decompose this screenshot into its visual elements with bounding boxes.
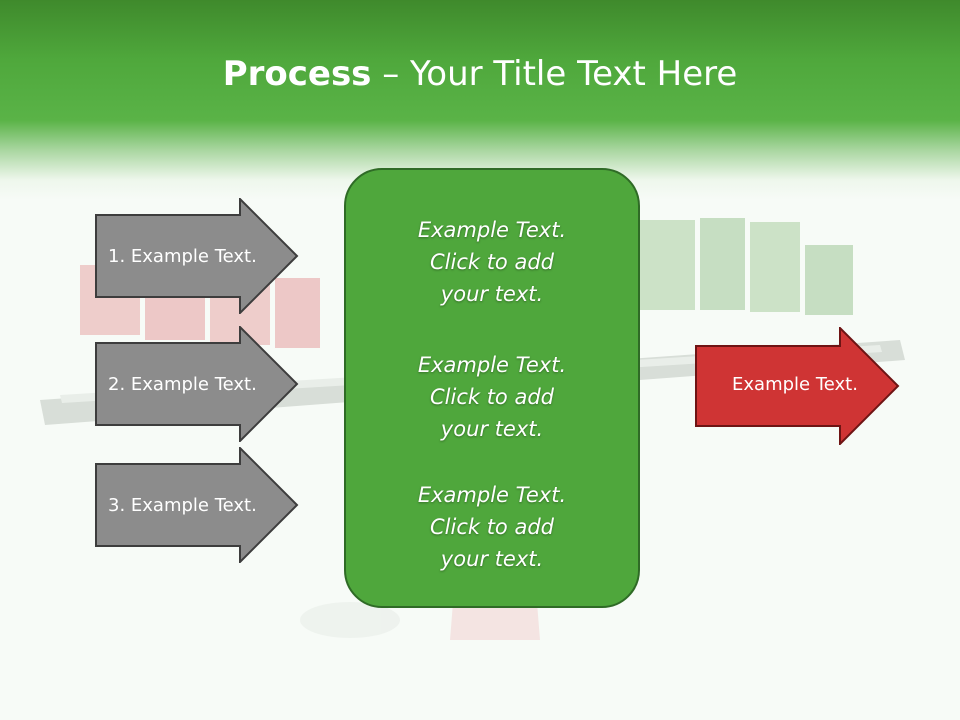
- title-rest: – Your Title Text Here: [371, 54, 738, 94]
- step-arrow-2[interactable]: 2. Example Text.: [95, 326, 299, 442]
- text-line: Example Text.: [417, 483, 567, 507]
- slide-title: Process – Your Title Text Here: [0, 52, 960, 96]
- center-text-block-3[interactable]: Example Text. Click to add your text.: [346, 479, 638, 575]
- text-line: Click to add: [429, 515, 554, 539]
- text-line: Click to add: [429, 250, 554, 274]
- text-line: Example Text.: [417, 218, 567, 242]
- result-arrow-label: Example Text.: [732, 373, 858, 395]
- center-text-block-1[interactable]: Example Text. Click to add your text.: [346, 214, 638, 310]
- result-arrow[interactable]: Example Text.: [695, 327, 900, 445]
- text-line: your text.: [440, 282, 544, 306]
- step-arrow-label: 2. Example Text.: [108, 373, 257, 395]
- text-line: Example Text.: [417, 353, 567, 377]
- step-arrow-label: 1. Example Text.: [108, 245, 257, 267]
- step-arrow-label: 3. Example Text.: [108, 494, 257, 516]
- arrow-right-icon: [95, 198, 299, 314]
- arrow-right-icon: [95, 326, 299, 442]
- header-band: [0, 0, 960, 200]
- text-line: Click to add: [429, 385, 554, 409]
- center-text-box[interactable]: Example Text. Click to add your text. Ex…: [344, 168, 640, 608]
- arrow-right-icon: [695, 327, 900, 445]
- title-bold: Process: [222, 54, 372, 94]
- step-arrow-1[interactable]: 1. Example Text.: [95, 198, 299, 314]
- text-line: your text.: [440, 547, 544, 571]
- text-line: your text.: [440, 417, 544, 441]
- step-arrow-3[interactable]: 3. Example Text.: [95, 447, 299, 563]
- arrow-right-icon: [95, 447, 299, 563]
- center-text-block-2[interactable]: Example Text. Click to add your text.: [346, 349, 638, 445]
